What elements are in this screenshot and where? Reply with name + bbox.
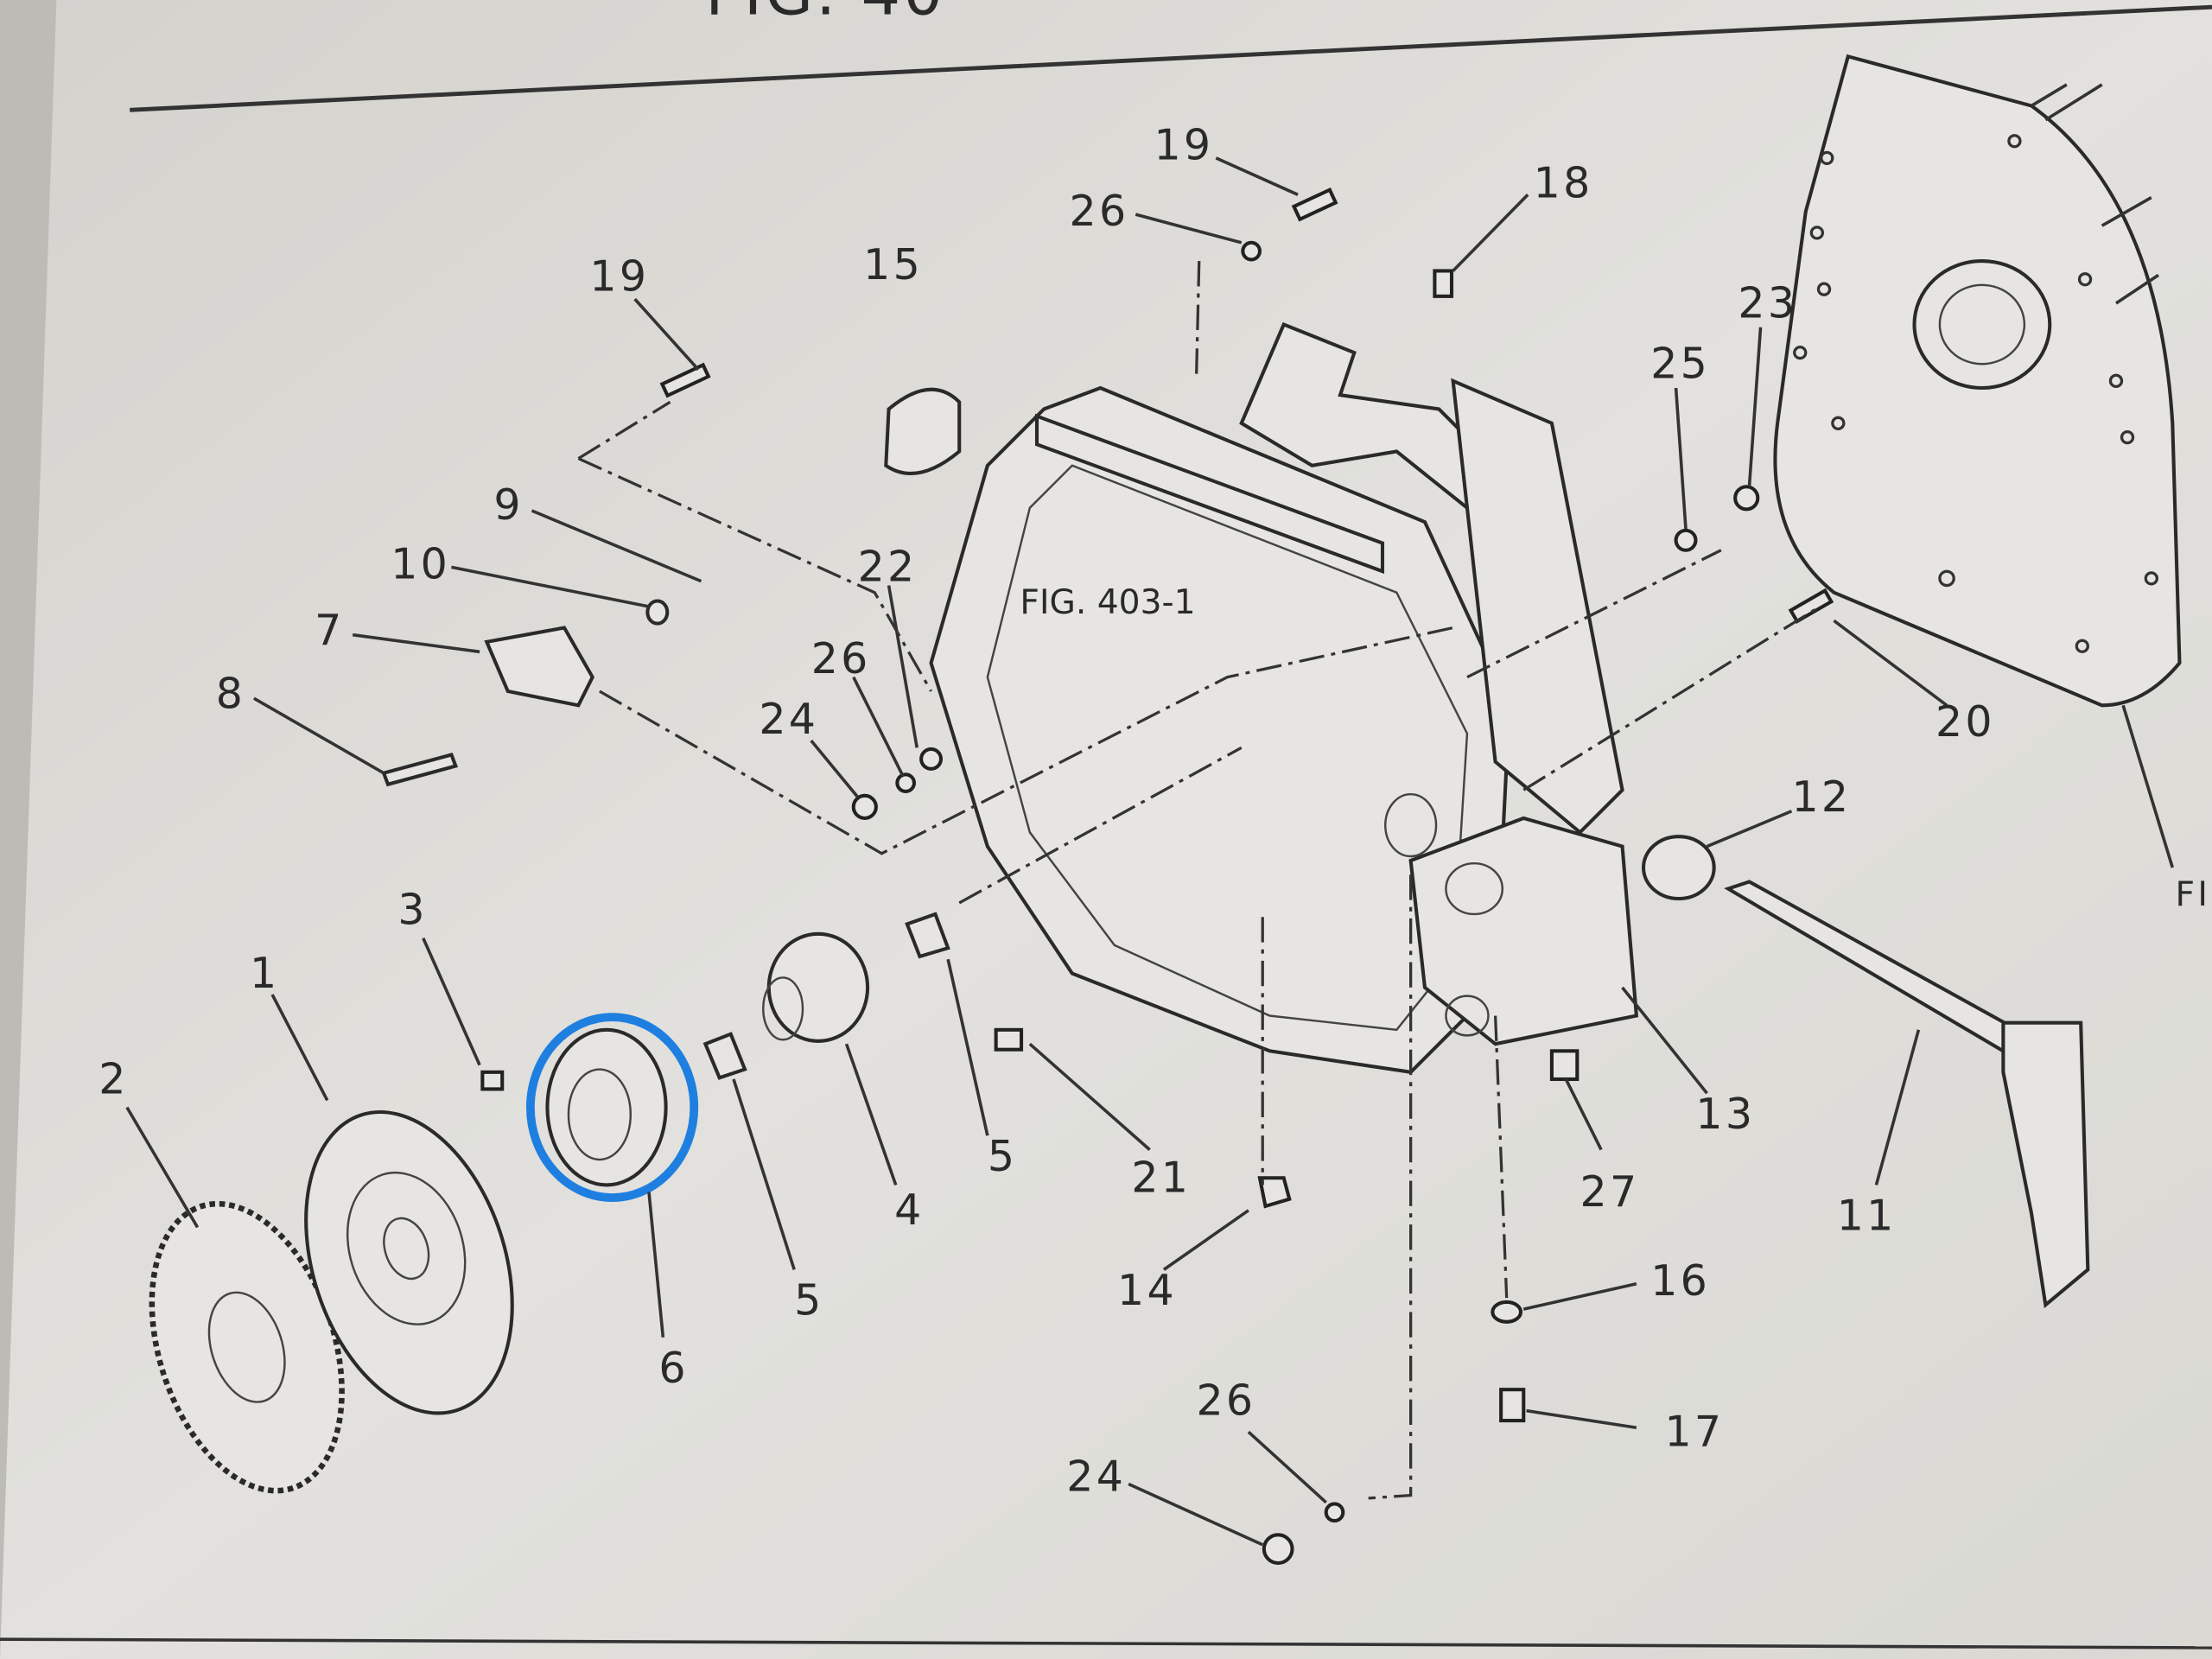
figure-reference: FIG. 403-1 — [1020, 583, 1195, 622]
callout-27: 27 — [1580, 1167, 1640, 1217]
release-shaft — [1642, 835, 2090, 1309]
callout-13: 13 — [1695, 1090, 1755, 1139]
callout-15: 15 — [863, 240, 923, 289]
center-lines — [577, 261, 1821, 1500]
callout-9: 9 — [493, 480, 523, 530]
callout-26: 26 — [811, 634, 871, 683]
callout-19: 19 — [1154, 120, 1214, 169]
callout-6: 6 — [658, 1344, 688, 1393]
callout-16: 16 — [1650, 1256, 1710, 1306]
callout-19: 19 — [589, 251, 649, 301]
fork-pivot — [381, 599, 670, 787]
callout-8: 8 — [216, 670, 245, 719]
callout-21: 21 — [1131, 1154, 1191, 1203]
callout-1: 1 — [250, 949, 279, 998]
callout-25: 25 — [1650, 340, 1710, 389]
release-bearing — [545, 1027, 668, 1187]
engine-plate — [1773, 54, 2182, 708]
clutch-housing — [929, 321, 1639, 1074]
dust-cover-15 — [884, 387, 962, 475]
callout-24: 24 — [759, 695, 818, 744]
bushing-5b — [905, 912, 950, 959]
callout-26: 26 — [1070, 187, 1129, 236]
highlight-circle — [525, 1013, 699, 1203]
bushing-5a — [702, 1032, 747, 1080]
fasteners — [480, 187, 1834, 1566]
callout-12: 12 — [1791, 772, 1851, 822]
callout-7: 7 — [315, 606, 344, 655]
bottom-rule — [0, 1637, 2212, 1649]
callout-20: 20 — [1936, 697, 1995, 747]
header-rule — [130, 4, 2212, 112]
callout-labels: 19 26 18 19 15 23 25 9 10 22 FIG. 403-1 … — [99, 120, 2211, 1502]
pressure-plate — [304, 1109, 514, 1415]
callout-5: 5 — [794, 1276, 823, 1325]
callout-3: 3 — [397, 885, 427, 934]
callout-22: 22 — [858, 543, 918, 592]
callout-17: 17 — [1665, 1407, 1725, 1456]
callout-23: 23 — [1738, 278, 1797, 327]
callout-2: 2 — [99, 1054, 128, 1103]
callout-26: 26 — [1196, 1376, 1255, 1426]
callout-10: 10 — [391, 539, 450, 588]
leader-lines — [125, 156, 2175, 1547]
edge-text: FI — [2176, 875, 2211, 914]
page-edge — [0, 0, 57, 1659]
callout-18: 18 — [1534, 159, 1593, 208]
callout-14: 14 — [1117, 1266, 1177, 1315]
callout-5: 5 — [988, 1132, 1017, 1181]
callout-4: 4 — [894, 1185, 924, 1235]
callout-24: 24 — [1066, 1452, 1126, 1502]
header-title: FIG. 40 — [705, 0, 945, 29]
bearing-hub — [762, 931, 870, 1043]
callout-11: 11 — [1837, 1192, 1897, 1241]
